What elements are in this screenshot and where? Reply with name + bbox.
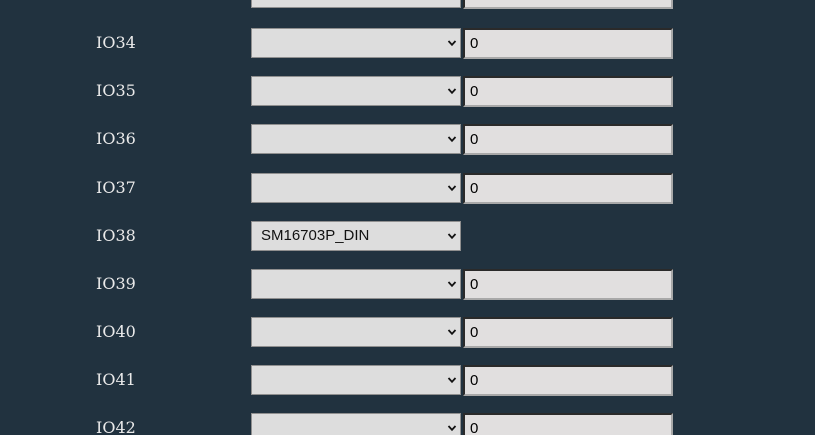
pin-value-input[interactable]: 0 [463,413,673,435]
pin-function-select[interactable] [251,76,461,106]
pin-row-io36: IO36 0 [0,123,815,157]
pin-row [0,0,815,11]
chevron-down-icon [447,88,457,95]
pin-row-io41: IO41 0 [0,364,815,398]
pin-label: IO42 [96,418,136,435]
pin-function-select[interactable] [251,365,461,395]
pin-row-io40: IO40 0 [0,316,815,350]
pin-row-io38: IO38 SM16703P_DIN [0,220,815,254]
pin-label: IO39 [96,274,136,293]
pin-row-io39: IO39 0 [0,268,815,302]
pin-function-select[interactable] [251,269,461,299]
chevron-down-icon [447,377,457,384]
chevron-down-icon [447,281,457,288]
pin-row-io42: IO42 0 [0,412,815,435]
pin-label: IO38 [96,226,136,245]
pin-function-select[interactable] [251,0,461,8]
pin-function-select[interactable] [251,317,461,347]
chevron-down-icon [447,329,457,336]
pin-row-io34: IO34 0 [0,27,815,61]
pin-function-select[interactable] [251,173,461,203]
chevron-down-icon [447,40,457,47]
chevron-down-icon [447,425,457,432]
pin-function-select[interactable]: SM16703P_DIN [251,221,461,251]
pin-row-io35: IO35 0 [0,75,815,109]
pin-label: IO34 [96,33,136,52]
pin-label: IO41 [96,370,136,389]
chevron-down-icon [447,136,457,143]
pin-value-input[interactable]: 0 [463,173,673,204]
pin-value-input[interactable] [463,0,673,9]
pin-value-input[interactable]: 0 [463,365,673,396]
pin-label: IO36 [96,129,136,148]
pin-row-io37: IO37 0 [0,172,815,206]
pin-function-select[interactable] [251,413,461,435]
chevron-down-icon [447,185,457,192]
chevron-down-icon [447,233,457,240]
pin-function-value: SM16703P_DIN [261,227,370,244]
pin-value-input[interactable]: 0 [463,28,673,59]
pin-label: IO40 [96,322,136,341]
pin-function-select[interactable] [251,124,461,154]
pin-function-select[interactable] [251,28,461,58]
pin-label: IO37 [96,178,136,197]
pin-value-input[interactable]: 0 [463,76,673,107]
pin-value-input[interactable]: 0 [463,269,673,300]
pin-value-input[interactable]: 0 [463,317,673,348]
pin-value-input[interactable]: 0 [463,124,673,155]
pin-label: IO35 [96,81,136,100]
